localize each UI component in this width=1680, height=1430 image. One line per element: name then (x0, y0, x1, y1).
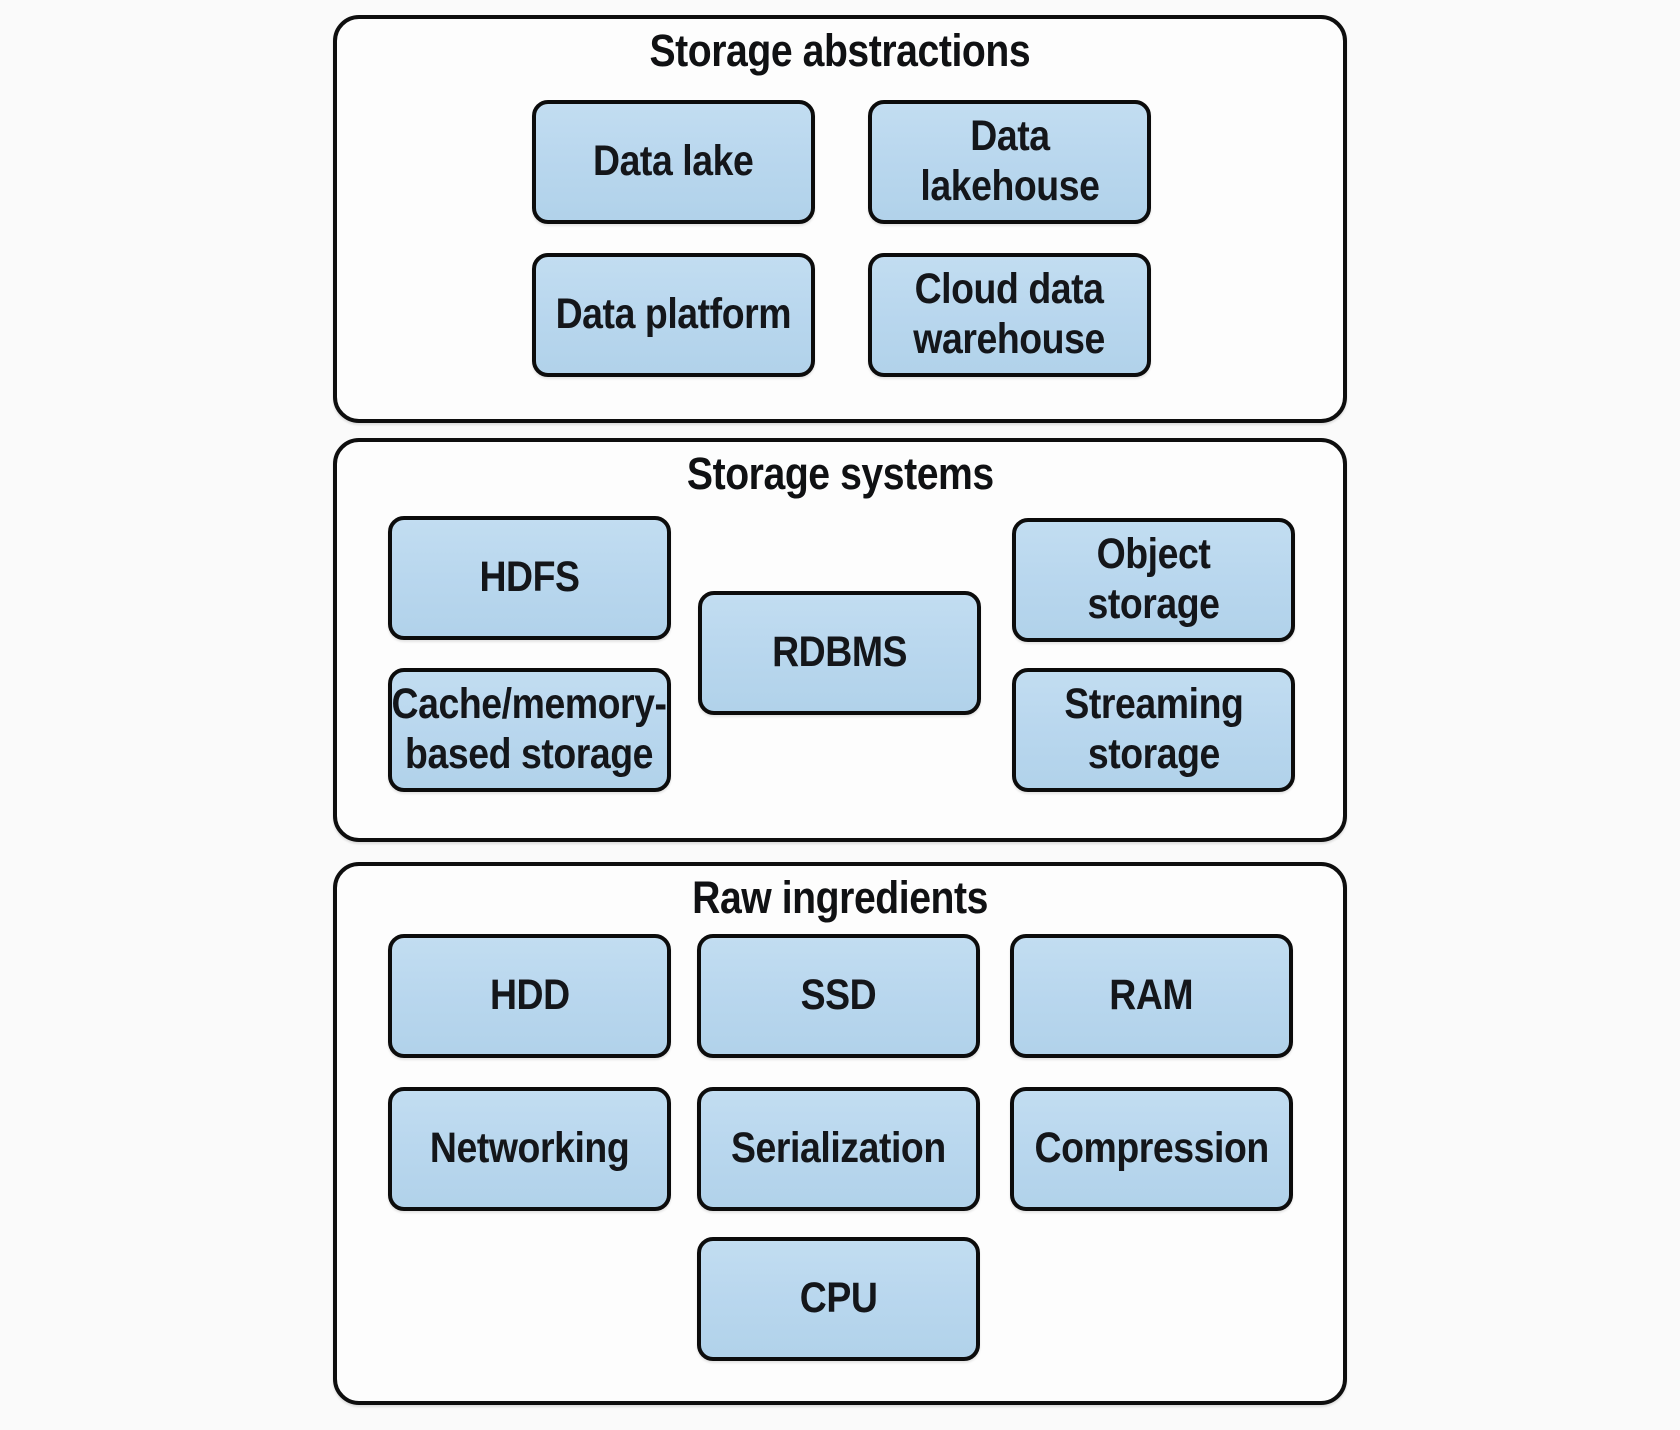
node-label: RDBMS (771, 628, 907, 677)
section-raw-ingredients: Raw ingredients HDD SSD RAM Networking S… (333, 862, 1347, 1405)
node-data-lakehouse: Data lakehouse (868, 100, 1151, 224)
node-rdbms: RDBMS (698, 591, 981, 715)
node-data-lake: Data lake (532, 100, 815, 224)
node-hdd: HDD (388, 934, 671, 1058)
section-title-storage-systems: Storage systems (337, 447, 1343, 501)
node-label: Streaming storage (1063, 680, 1244, 778)
node-cloud-data-warehouse: Cloud data warehouse (868, 253, 1151, 377)
node-cache-memory-based-storage: Cache/memory- based storage (388, 668, 671, 792)
section-title-raw-ingredients: Raw ingredients (337, 871, 1343, 925)
node-ram: RAM (1010, 934, 1293, 1058)
section-title-text: Raw ingredients (692, 872, 988, 923)
node-compression: Compression (1010, 1087, 1293, 1211)
node-label: Data lake (593, 137, 754, 186)
section-storage-abstractions: Storage abstractions Data lake Data lake… (333, 15, 1347, 423)
node-label: Networking (429, 1124, 630, 1173)
node-hdfs: HDFS (388, 516, 671, 640)
node-streaming-storage: Streaming storage (1012, 668, 1295, 792)
node-label: CPU (799, 1274, 878, 1323)
node-label: Data platform (555, 290, 792, 339)
node-object-storage: Object storage (1012, 518, 1295, 642)
section-storage-systems: Storage systems HDFS RDBMS Object storag… (333, 438, 1347, 842)
node-label: SSD (800, 971, 877, 1020)
node-cpu: CPU (697, 1237, 980, 1361)
node-ssd: SSD (697, 934, 980, 1058)
node-label: Serialization (731, 1124, 946, 1173)
section-title-storage-abstractions: Storage abstractions (337, 24, 1343, 78)
node-label: Compression (1034, 1124, 1269, 1173)
node-label: RAM (1109, 971, 1194, 1020)
node-label: HDFS (479, 553, 580, 602)
node-label: Data lakehouse (919, 112, 1100, 210)
node-label: Cloud data warehouse (913, 265, 1106, 363)
node-serialization: Serialization (697, 1087, 980, 1211)
section-title-text: Storage abstractions (649, 25, 1031, 76)
node-data-platform: Data platform (532, 253, 815, 377)
node-label: Object storage (1087, 530, 1220, 628)
node-networking: Networking (388, 1087, 671, 1211)
section-title-text: Storage systems (686, 448, 994, 499)
node-label: Cache/memory- based storage (391, 680, 668, 778)
node-label: HDD (489, 971, 570, 1020)
